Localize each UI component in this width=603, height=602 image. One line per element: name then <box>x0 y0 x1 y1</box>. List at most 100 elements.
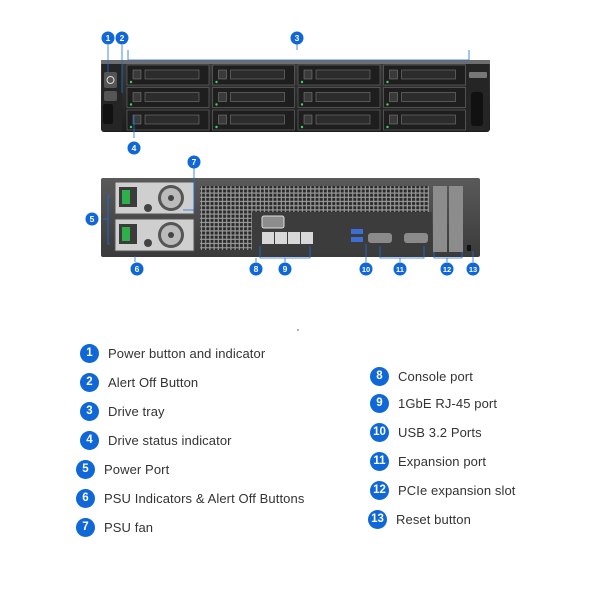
callout-number: 9 <box>370 393 389 413</box>
legend-item-13: 13 Reset button <box>368 509 471 529</box>
callout-badge-6: 6 <box>130 262 144 276</box>
legend-label: Power Port <box>104 461 170 477</box>
callout-badge-1: 1 <box>101 31 115 45</box>
expansion-port[interactable] <box>404 233 428 243</box>
power-port[interactable] <box>122 190 130 204</box>
callout-number: 13 <box>368 509 387 529</box>
callout-leaders <box>103 44 474 262</box>
drive-tray[interactable] <box>212 64 295 86</box>
legend-label: PCIe expansion slot <box>398 482 516 498</box>
callout-badge-4: 4 <box>127 141 141 155</box>
callout-badge-3: 3 <box>290 31 304 45</box>
svg-text:7: 7 <box>192 157 197 167</box>
legend-item-7: 7 PSU fan <box>76 517 153 537</box>
legend-label: PSU fan <box>104 519 154 535</box>
diagram-callouts: 1 2 3 4 5 6 7 8 9 10 11 12 13 <box>85 31 480 276</box>
callout-number: 5 <box>76 459 95 479</box>
psu-indicator <box>144 239 152 247</box>
legend-item-10: 10 USB 3.2 Ports <box>370 422 482 442</box>
drive-status-led <box>129 80 133 84</box>
callout-number: 2 <box>80 372 99 392</box>
console-port[interactable] <box>261 215 285 229</box>
legend-label: Reset button <box>396 511 471 527</box>
svg-text:9: 9 <box>283 264 288 274</box>
nas-hardware-diagram: 1 2 3 4 5 6 7 8 9 10 11 12 13 <box>85 31 490 276</box>
drive-status-led <box>129 103 133 106</box>
pcie-slot <box>449 186 463 252</box>
power-port[interactable] <box>122 227 130 241</box>
drive-status-led <box>386 103 389 106</box>
callout-number: 11 <box>370 451 389 471</box>
drive-tray[interactable] <box>383 109 466 131</box>
callout-badge-13: 13 <box>466 262 480 276</box>
drive-tray[interactable] <box>383 64 466 86</box>
legend-item-9: 9 1GbE RJ-45 port <box>370 393 497 413</box>
callout-badge-9: 9 <box>278 262 292 276</box>
legend-item-11: 11 Expansion port <box>370 451 486 471</box>
drive-status-led <box>215 80 218 84</box>
legend-label: Expansion port <box>398 453 487 469</box>
legend-label: 1GbE RJ-45 port <box>398 395 498 411</box>
legend-item-1: 1 Power button and indicator <box>80 343 265 363</box>
drive-status-led <box>300 103 304 106</box>
svg-text:12: 12 <box>443 265 451 274</box>
svg-text:1: 1 <box>106 33 111 43</box>
power-button[interactable] <box>104 72 117 88</box>
svg-text:5: 5 <box>90 214 95 224</box>
legend-label: USB 3.2 Ports <box>398 424 482 440</box>
callout-badge-5: 5 <box>85 212 99 226</box>
callout-badge-11: 11 <box>393 262 407 276</box>
front-panel <box>101 60 490 132</box>
drive-tray[interactable] <box>297 87 381 108</box>
svg-text:8: 8 <box>254 264 259 274</box>
svg-text:10: 10 <box>362 265 370 274</box>
rj45-ports[interactable] <box>262 232 313 244</box>
callout-badge-12: 12 <box>440 262 454 276</box>
legend-item-12: 12 PCIe expansion slot <box>370 480 516 500</box>
callout-number: 6 <box>76 488 95 508</box>
legend-item-5: 5 Power Port <box>76 459 169 479</box>
drive-tray[interactable] <box>126 87 210 108</box>
alert-off-button[interactable] <box>104 91 117 101</box>
legend-label: Power button and indicator <box>108 345 266 361</box>
svg-text:4: 4 <box>132 143 137 153</box>
callout-badge-2: 2 <box>115 31 129 45</box>
rear-panel <box>101 178 480 257</box>
svg-text:3: 3 <box>295 33 300 43</box>
callout-number: 3 <box>80 401 99 421</box>
legend-item-6: 6 PSU Indicators & Alert Off Buttons <box>76 488 304 508</box>
callout-number: 1 <box>80 343 99 363</box>
callout-number: 12 <box>370 480 389 500</box>
reset-button[interactable] <box>467 245 471 251</box>
legend-label: Alert Off Button <box>108 374 199 390</box>
legend-item-3: 3 Drive tray <box>80 401 165 421</box>
legend-label: PSU Indicators & Alert Off Buttons <box>104 490 305 506</box>
callout-number: 10 <box>370 422 389 442</box>
drive-status-led <box>215 125 218 129</box>
svg-text:13: 13 <box>469 265 477 274</box>
callout-badge-8: 8 <box>249 262 263 276</box>
expansion-port[interactable] <box>368 233 392 243</box>
legend-item-2: 2 Alert Off Button <box>80 372 198 392</box>
drive-tray[interactable] <box>383 87 466 108</box>
svg-text:11: 11 <box>396 265 404 274</box>
drive-status-led <box>129 125 133 129</box>
legend-label: Drive tray <box>108 403 165 419</box>
legend-item-4: 4 Drive status indicator <box>80 430 232 450</box>
legend-label: Drive status indicator <box>108 432 232 448</box>
drive-tray[interactable] <box>126 64 210 86</box>
drive-tray[interactable] <box>212 109 295 131</box>
legend-label: Console port <box>398 368 473 384</box>
drive-status-led <box>215 103 218 106</box>
psu-module-top <box>114 181 195 215</box>
drive-tray[interactable] <box>297 109 381 131</box>
svg-text:2: 2 <box>120 33 125 43</box>
drive-status-led <box>386 125 389 129</box>
drive-tray[interactable] <box>126 109 210 131</box>
callout-badge-10: 10 <box>359 262 373 276</box>
drive-tray[interactable] <box>297 64 381 86</box>
drive-tray[interactable] <box>212 87 295 108</box>
stray-dot <box>297 329 299 331</box>
drive-tray-grid <box>126 64 466 131</box>
usb-ports[interactable] <box>351 229 363 242</box>
